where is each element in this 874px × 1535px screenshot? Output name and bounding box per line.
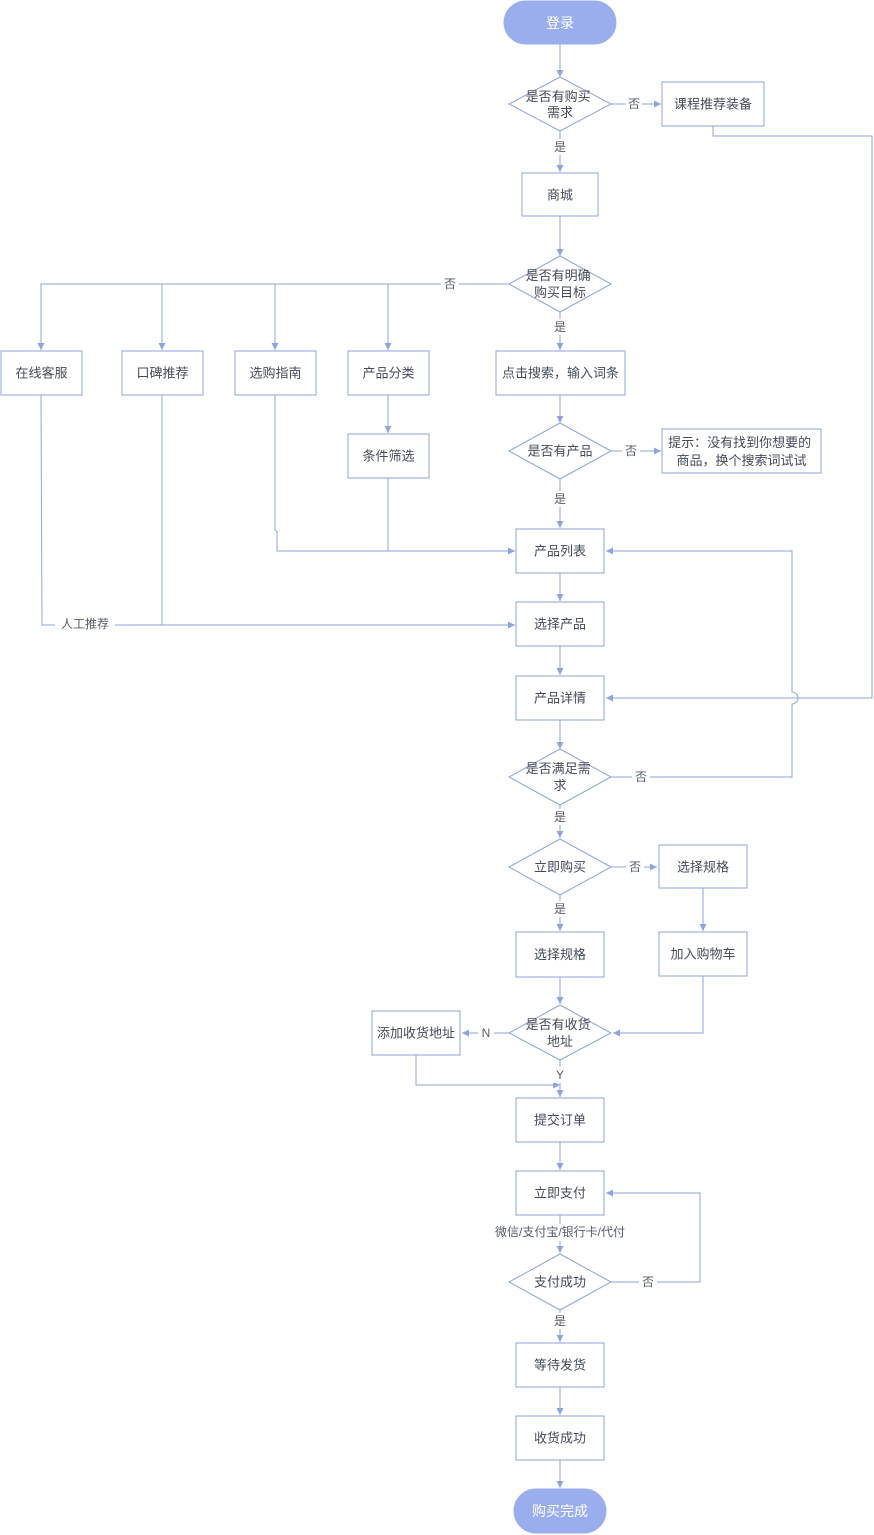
node-buying-guide-label: 选购指南 [249,366,301,381]
node-condition-filter: 条件筛选 [347,433,430,479]
node-online-cs: 在线客服 [0,350,83,396]
label-product-yes: 是 [554,492,566,506]
edge-course-detail [606,126,873,702]
node-purchase-done-label: 购买完成 [532,1503,588,1519]
node-course-recommend-label: 课程推荐装备 [674,97,752,112]
decision-buy-now-label: 立即购买 [534,860,586,875]
label-paid-yes: 是 [554,1314,566,1328]
label-need-yes: 是 [554,140,566,154]
node-product-list-label: 产品列表 [534,544,586,559]
node-pay-now-label: 立即支付 [534,1186,586,1201]
label-goal-no: 否 [444,277,456,291]
node-no-result-tip-line1: 提示：没有找到你想要的 [668,435,811,450]
decision-meets-need-line1: 是否满足需 [526,761,591,776]
node-select-product-label: 选择产品 [534,617,586,632]
node-no-result-tip: 提示：没有找到你想要的 商品，换个搜索词试试 [661,428,822,474]
node-received: 收货成功 [515,1415,605,1461]
node-online-cs-label: 在线客服 [15,366,67,381]
node-wom-recommend-label: 口碑推荐 [136,366,188,381]
node-purchase-done: 购买完成 [513,1488,607,1534]
decision-clear-goal-line2: 购买目标 [534,285,586,300]
decision-purchase-need-line2: 需求 [547,105,573,120]
node-select-product: 选择产品 [515,601,605,647]
node-login: 登录 [503,0,617,45]
node-wom-recommend: 口碑推荐 [121,350,204,396]
node-add-address-label: 添加收货地址 [377,1026,455,1041]
decision-purchase-need-line1: 是否有购买 [526,89,591,104]
decision-has-product: 是否有产品 [507,422,613,480]
node-search: 点击搜索，输入词条 [495,350,626,396]
edge-onlinecs-select [40,394,515,629]
nodes: 登录 是否有购买 需求 课程推荐装备 商城 是否有明确 购买目标 [0,0,822,1534]
node-add-address: 添加收货地址 [371,1010,461,1056]
edge-guide-list [274,395,515,555]
node-search-label: 点击搜索，输入词条 [502,366,619,381]
decision-meets-need: 是否满足需 求 [507,748,613,806]
node-pay-now: 立即支付 [515,1170,605,1216]
decision-has-address: 是否有收货 地址 [507,1004,613,1061]
node-received-label: 收货成功 [534,1431,586,1446]
label-goal-yes: 是 [554,320,566,334]
edge-cart-addr [613,976,704,1037]
node-product-detail: 产品详情 [515,675,605,721]
label-meet-no: 否 [635,770,647,784]
svg-text:是否有收货 地址: 是否有收货 地址 [526,1017,595,1049]
label-addr-y: Y [556,1068,564,1082]
node-product-category-label: 产品分类 [362,366,414,381]
edge-add-submit [415,1055,560,1089]
node-no-result-tip-line2: 商品，换个搜索词试试 [676,453,806,468]
node-select-spec-right: 选择规格 [658,844,748,889]
svg-text:是否有购买 需求: 是否有购买 需求 [526,89,595,120]
decision-clear-goal-line1: 是否有明确 [526,268,591,283]
label-manual-rec: 人工推荐 [61,617,109,631]
label-meet-yes: 是 [554,810,566,824]
label-need-no: 否 [628,97,640,111]
node-product-list: 产品列表 [515,528,605,574]
label-paid-no: 否 [642,1275,654,1289]
node-course-recommend: 课程推荐装备 [661,81,765,127]
decision-meets-need-line2: 求 [553,778,566,793]
edge-goal-no-trunk [37,283,509,350]
node-submit-order-label: 提交订单 [534,1113,586,1128]
label-pay-methods: 微信/支付宝/银行卡/代付 [495,1225,625,1239]
edge-labels: 否 是 否 是 否 是 人工推荐 否 是 否 是 N Y 微信/支付宝/银行卡/… [55,96,657,1329]
svg-text:提示：没有找到你想要的 商品，换个搜索词试试: 提示：没有找到你想要的 商品，换个搜索词试试 [668,435,815,468]
node-wait-ship: 等待发货 [515,1342,605,1388]
decision-has-address-line1: 是否有收货 [526,1017,591,1032]
node-add-to-cart: 加入购物车 [658,931,748,977]
label-buy-no: 否 [629,860,641,874]
node-mall: 商城 [521,172,599,217]
node-select-spec-center-label: 选择规格 [534,947,586,962]
label-product-no: 否 [625,444,637,458]
node-wait-ship-label: 等待发货 [534,1358,586,1373]
node-add-to-cart-label: 加入购物车 [670,947,735,962]
decision-purchase-need: 是否有购买 需求 [507,76,613,132]
decision-clear-goal: 是否有明确 购买目标 [507,255,613,313]
svg-text:是否满足需 求: 是否满足需 求 [526,761,595,793]
node-submit-order: 提交订单 [515,1097,605,1143]
decision-has-address-line2: 地址 [547,1034,573,1049]
label-buy-yes: 是 [554,902,566,916]
node-product-category: 产品分类 [347,350,430,396]
decision-buy-now: 立即购买 [507,838,613,896]
node-product-detail-label: 产品详情 [534,691,586,706]
edge-meet-list [606,547,799,778]
svg-text:是否有明确 购买目标: 是否有明确 购买目标 [526,268,595,300]
node-select-spec-center: 选择规格 [515,931,605,978]
node-select-spec-right-label: 选择规格 [677,860,729,875]
label-addr-n: N [482,1026,491,1040]
node-mall-label: 商城 [547,188,573,203]
edges [37,44,873,1488]
decision-payment-success: 支付成功 [507,1253,613,1311]
decision-payment-success-label: 支付成功 [534,1275,586,1290]
node-buying-guide: 选购指南 [234,350,317,396]
node-condition-filter-label: 条件筛选 [362,449,414,464]
decision-has-product-label: 是否有产品 [527,444,592,459]
node-login-label: 登录 [546,15,574,31]
